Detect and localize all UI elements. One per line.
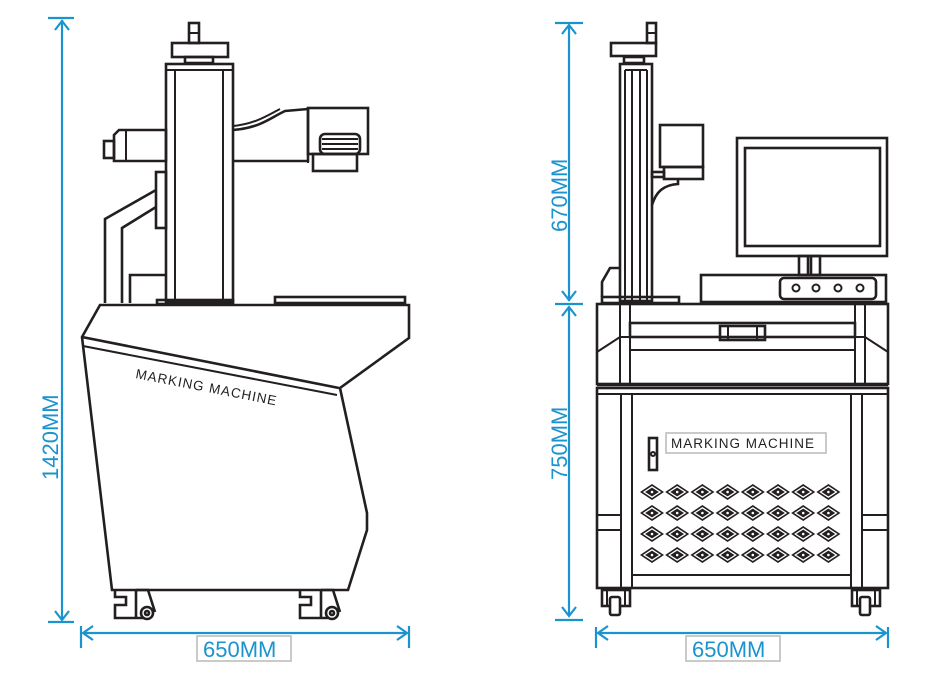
vent-hole: [776, 511, 780, 515]
front-view: 670MM 750MM 650MM: [547, 21, 890, 662]
side-cabinet: MARKING MACHINE: [80, 303, 411, 592]
vent-diamond-inner: [743, 528, 762, 540]
side-width-label: 650MM: [203, 637, 276, 662]
front-monitor: [699, 136, 889, 304]
vent-hole: [827, 553, 830, 557]
vent-hole: [675, 553, 679, 557]
control-buttons: [791, 283, 865, 293]
side-caster-left: [113, 588, 157, 621]
vent-hole: [751, 532, 755, 536]
front-upper-dimension: 670MM: [547, 21, 583, 306]
vent-hole: [726, 490, 729, 494]
side-view: 1420MM 650MM: [38, 16, 411, 662]
vent-hole: [650, 511, 654, 515]
side-height-dimension: 1420MM: [38, 16, 74, 624]
vent-diamond-inner: [668, 528, 687, 540]
vent-diamond-inner: [794, 507, 813, 519]
vent-hole: [701, 553, 704, 557]
vent-hole: [827, 490, 830, 494]
control-button-2[interactable]: [811, 283, 821, 293]
vent-hole: [726, 532, 729, 536]
vent-diamond-inner: [718, 528, 737, 540]
front-width-dimension: 650MM: [594, 625, 890, 662]
vent-diamond-inner: [642, 549, 662, 561]
vent-diamond-inner: [718, 486, 737, 498]
vent-diamond-inner: [743, 507, 762, 519]
vent-diamond-inner: [794, 486, 813, 498]
vent-diamond-inner: [819, 486, 838, 498]
vent-hole: [751, 490, 755, 494]
vent-diamond-inner: [693, 528, 712, 540]
side-caster-right: [298, 588, 342, 621]
vent-hole: [751, 553, 755, 557]
vent-diamond-inner: [642, 528, 662, 540]
vent-hole: [827, 532, 830, 536]
vent-hole: [701, 490, 704, 494]
vent-hole: [701, 511, 704, 515]
front-caster-right: [850, 588, 882, 617]
vent-diamond-inner: [743, 486, 762, 498]
side-laser-arm: [102, 106, 370, 173]
front-column: [600, 21, 705, 305]
vent-hole: [675, 490, 679, 494]
front-cabinet-label: MARKING MACHINE: [671, 436, 815, 451]
vent-hole: [801, 490, 805, 494]
front-lower-cabinet: MARKING MACHINE: [595, 386, 890, 590]
vent-hole: [650, 490, 654, 494]
side-height-label: 1420MM: [38, 394, 63, 480]
vent-hole: [776, 532, 780, 536]
vent-hole: [776, 490, 780, 494]
vent-diamond-inner: [693, 549, 712, 561]
front-lower-height-label: 750MM: [547, 407, 572, 480]
control-button-4[interactable]: [855, 283, 865, 293]
vent-hole: [726, 553, 729, 557]
vent-grid: [640, 484, 841, 563]
vent-hole: [827, 511, 830, 515]
vent-diamond-inner: [819, 549, 838, 561]
vent-hole: [675, 511, 679, 515]
vent-hole: [801, 553, 805, 557]
vent-diamond-inner: [693, 507, 712, 519]
control-button-1[interactable]: [791, 283, 801, 293]
vent-diamond-inner: [642, 486, 662, 498]
vent-hole: [801, 532, 805, 536]
vent-hole: [751, 511, 755, 515]
side-column: [155, 21, 235, 306]
vent-diamond-inner: [668, 549, 687, 561]
vent-diamond-inner: [668, 507, 687, 519]
side-width-dimension: 650MM: [79, 625, 411, 662]
control-button-3[interactable]: [833, 283, 843, 293]
vent-hole: [650, 532, 654, 536]
vent-diamond-inner: [718, 507, 737, 519]
front-width-label: 650MM: [692, 637, 765, 662]
vent-hole: [801, 511, 805, 515]
front-upper-height-label: 670MM: [547, 159, 572, 232]
vent-diamond-inner: [768, 507, 788, 519]
vent-diamond-inner: [819, 528, 838, 540]
vent-diamond-inner: [642, 507, 662, 519]
door-handle[interactable]: [647, 436, 659, 472]
vent-diamond-inner: [768, 549, 788, 561]
vent-diamond-inner: [693, 486, 712, 498]
vent-diamond-inner: [768, 528, 788, 540]
vent-diamond-inner: [743, 549, 762, 561]
vent-diamond-inner: [794, 549, 813, 561]
vent-diamond-inner: [718, 549, 737, 561]
front-caster-left: [600, 588, 632, 617]
vent-hole: [675, 532, 679, 536]
vent-hole: [650, 553, 654, 557]
side-support-bracket: [103, 170, 407, 305]
vent-diamond-inner: [794, 528, 813, 540]
vent-hole: [701, 532, 704, 536]
vent-hole: [726, 511, 729, 515]
vent-hole: [776, 553, 780, 557]
front-lower-dimension: 750MM: [547, 305, 583, 622]
vent-diamond-inner: [668, 486, 687, 498]
vent-diamond-inner: [768, 486, 788, 498]
vent-diamond-inner: [819, 507, 838, 519]
front-upper-cabinet: [595, 302, 890, 387]
